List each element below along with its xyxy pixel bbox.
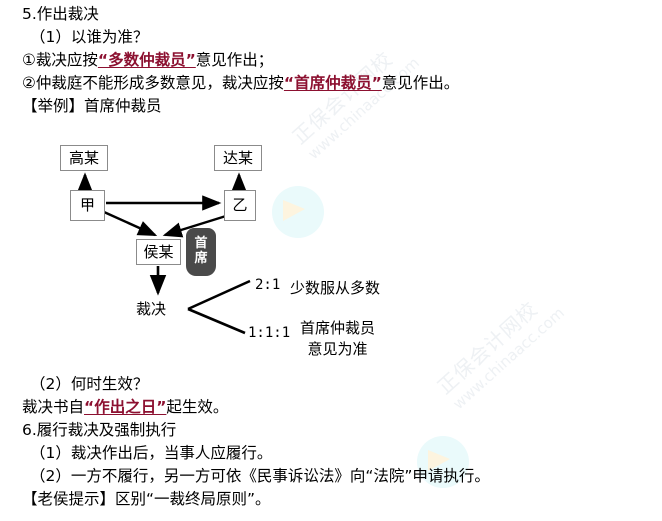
text-line: 裁决书自“作出之日”起生效。 xyxy=(22,398,228,417)
text-run: 裁决书自 xyxy=(22,398,85,416)
edge-yi-to-hou xyxy=(162,214,227,238)
text-run: 5.作出裁决 xyxy=(22,5,99,23)
text-run: ②仲裁庭不能形成多数意见，裁决应按 xyxy=(22,74,284,92)
text-run: 起生效。 xyxy=(166,398,229,416)
text-line: （1）裁决作出后，当事人应履行。 xyxy=(30,444,272,463)
branch-ratio-chief: 1:1:1 xyxy=(248,325,291,341)
text-run: （1）裁决作出后，当事人应履行。 xyxy=(30,444,273,462)
emphasized-term: “作出之日” xyxy=(84,398,167,416)
diagram-node-da: 达某 xyxy=(214,145,262,171)
text-run: 【举例】首席仲裁员 xyxy=(22,97,162,115)
branch-ratio-majority: 2:1 xyxy=(255,277,281,293)
diagram-node-award: 裁决 xyxy=(136,300,167,318)
text-line: ②仲裁庭不能形成多数意见，裁决应按“首席仲裁员”意见作出。 xyxy=(22,74,459,93)
diagram-node-jia: 甲 xyxy=(70,190,105,221)
seal-char-line2: 席 xyxy=(194,251,208,266)
text-run: 6.履行裁决及强制执行 xyxy=(22,421,177,439)
diagram-node-yi: 乙 xyxy=(224,190,256,221)
edge-jia-to-hou xyxy=(103,210,158,237)
edge-award-to-chief xyxy=(187,307,246,335)
text-run: （2）一方不履行，另一方可依《民事诉讼法》向“法院”申请执行。 xyxy=(30,467,490,485)
text-line: （1）以谁为准？ xyxy=(30,28,148,47)
text-run: ①裁决应按 xyxy=(22,51,98,69)
diagram-node-hou: 侯某 xyxy=(136,239,181,265)
text-line: （2）一方不履行，另一方可依《民事诉讼法》向“法院”申请执行。 xyxy=(30,467,490,486)
edge-award-to-majority xyxy=(187,279,251,311)
emphasized-term: “首席仲裁员” xyxy=(283,74,382,92)
text-run: （1）以谁为准？ xyxy=(30,28,149,46)
seal-char-line1: 首 xyxy=(194,236,208,251)
text-line: ①裁决应按“多数仲裁员”意见作出； xyxy=(22,51,273,70)
text-line: 【举例】首席仲裁员 xyxy=(22,97,162,116)
text-run: 【老侯提示】区别“一裁终局原则”。 xyxy=(22,490,271,508)
branch-outcome-chief: 首席仲裁员 意见为准 xyxy=(300,319,376,358)
chief-arbitrator-seal: 首 席 xyxy=(186,228,216,276)
branch-outcome-majority: 少数服从多数 xyxy=(290,279,381,297)
emphasized-term: “多数仲裁员” xyxy=(97,51,196,69)
text-run: 意见作出； xyxy=(195,51,274,69)
text-line: （2）何时生效？ xyxy=(30,375,148,394)
text-run: 意见作出。 xyxy=(381,74,460,92)
diagram-node-gao: 高某 xyxy=(60,145,108,171)
text-line: 6.履行裁决及强制执行 xyxy=(22,421,176,440)
text-run: （2）何时生效？ xyxy=(30,375,149,393)
text-line: 5.作出裁决 xyxy=(22,5,99,24)
text-line: 【老侯提示】区别“一裁终局原则”。 xyxy=(22,490,271,509)
